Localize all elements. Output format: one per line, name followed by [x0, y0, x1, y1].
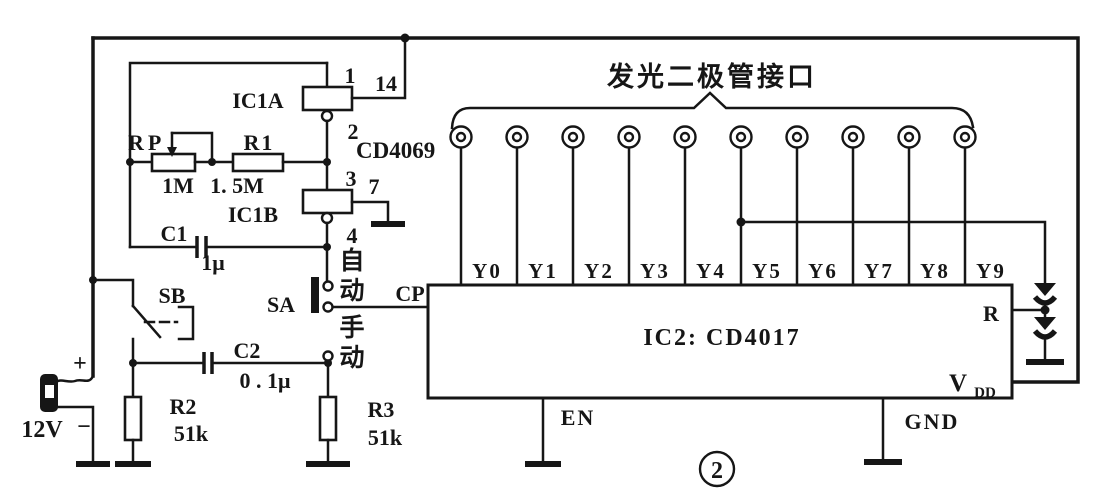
ic1a-output-bubble — [320, 109, 334, 123]
c2-label: C2 — [234, 338, 261, 363]
r2-resistor-box — [123, 395, 143, 442]
reset-pin-label: R — [983, 301, 1000, 326]
led-interface-label: 发光二极管接口 — [606, 61, 817, 92]
r2-label: R2 — [170, 394, 197, 419]
sa-label: SA — [267, 292, 295, 317]
pin4-label: 4 — [347, 223, 358, 248]
output-label-y2: Y2 — [584, 259, 614, 283]
reset-diode-lower — [1032, 317, 1058, 340]
manual-trigger-section — [89, 276, 350, 467]
led-terminal — [617, 125, 641, 287]
rp-value: 1M — [162, 173, 194, 198]
r1-resistor-box — [231, 152, 285, 173]
ic2-box — [426, 283, 1014, 400]
led-terminals — [449, 125, 977, 287]
pin14-label: 14 — [375, 71, 397, 96]
sa-auto-label-char1: 自 — [339, 247, 364, 275]
output-label-y1: Y1 — [528, 259, 558, 283]
rp-label: RP — [128, 130, 165, 155]
sb-label: SB — [159, 283, 186, 308]
ic1b-label: IC1B — [228, 202, 278, 227]
led-terminal — [841, 125, 865, 287]
pin7-label: 7 — [369, 174, 380, 199]
output-label-y4: Y4 — [696, 259, 726, 283]
ic1b-inverter-box — [301, 188, 354, 215]
power-rails — [91, 33, 1080, 384]
cd4069-chip-label: CD4069 — [356, 138, 435, 163]
r1-label: R1 — [244, 130, 275, 155]
supply-minus-label: − — [77, 414, 91, 440]
output-label-y3: Y3 — [640, 259, 670, 283]
r1-value: 1. 5M — [210, 173, 264, 198]
rp-potentiometer-box — [150, 152, 197, 173]
gnd-pin-label: GND — [905, 409, 960, 434]
output-label-y0: Y0 — [472, 259, 502, 283]
c1-label: C1 — [161, 221, 188, 246]
ic2-label: IC2: CD4017 — [643, 325, 800, 351]
sb-actuator — [177, 305, 195, 341]
pin1-label: 1 — [345, 63, 356, 88]
oscillator-section — [126, 38, 407, 283]
figure-number-text: 2 — [711, 458, 723, 484]
led-terminal — [673, 125, 697, 287]
pin3-label: 3 — [346, 166, 357, 191]
sa-auto-label-char2: 动 — [339, 277, 364, 305]
led-terminal — [785, 125, 809, 287]
led-terminal — [953, 125, 977, 287]
supply-plus-label: + — [73, 351, 87, 377]
ic2-counter — [426, 217, 1064, 467]
ic1b-output-bubble — [320, 211, 334, 225]
sa-common-contact — [322, 301, 334, 313]
supply-voltage-label: 12V — [21, 417, 63, 443]
ic1a-inverter-box — [301, 85, 354, 112]
reset-diode-upper — [1032, 283, 1058, 306]
output-label-y6: Y6 — [808, 259, 838, 283]
en-pin-label: EN — [561, 405, 596, 430]
vdd-pin-subscript: DD — [974, 385, 996, 401]
sa-manual-contact — [322, 350, 334, 362]
output-label-y9: Y9 — [976, 259, 1006, 283]
sa-auto-contact — [322, 280, 334, 292]
rp-wiper-arrow — [167, 147, 177, 157]
c1-value: 1μ — [201, 250, 225, 275]
r3-label: R3 — [368, 397, 395, 422]
r3-value: 51k — [368, 425, 403, 450]
sa-manual-label-char2: 动 — [339, 344, 364, 372]
led-terminal — [505, 125, 529, 287]
r3-resistor-box — [318, 395, 338, 442]
led-terminal — [729, 125, 753, 287]
c2-value: 0 . 1μ — [240, 368, 292, 393]
ic1a-label: IC1A — [232, 88, 283, 113]
r2-value: 51k — [174, 421, 209, 446]
figure-number: 2 — [698, 450, 736, 488]
brace — [450, 91, 975, 130]
output-label-y5: Y5 — [752, 259, 782, 283]
output-label-y7: Y7 — [864, 259, 894, 283]
led-interface — [449, 91, 977, 287]
led-terminal — [897, 125, 921, 287]
pin2-label: 2 — [348, 119, 359, 144]
cp-pin-label: CP — [395, 281, 424, 306]
sa-switch-pole — [311, 277, 319, 313]
sa-selector-switch — [311, 277, 430, 365]
led-terminal — [561, 125, 585, 287]
output-label-y8: Y8 — [920, 259, 950, 283]
vdd-pin-label: V — [949, 370, 967, 397]
led-terminal — [449, 125, 473, 287]
power-supply — [40, 374, 110, 467]
sa-manual-label-char1: 手 — [339, 314, 364, 342]
